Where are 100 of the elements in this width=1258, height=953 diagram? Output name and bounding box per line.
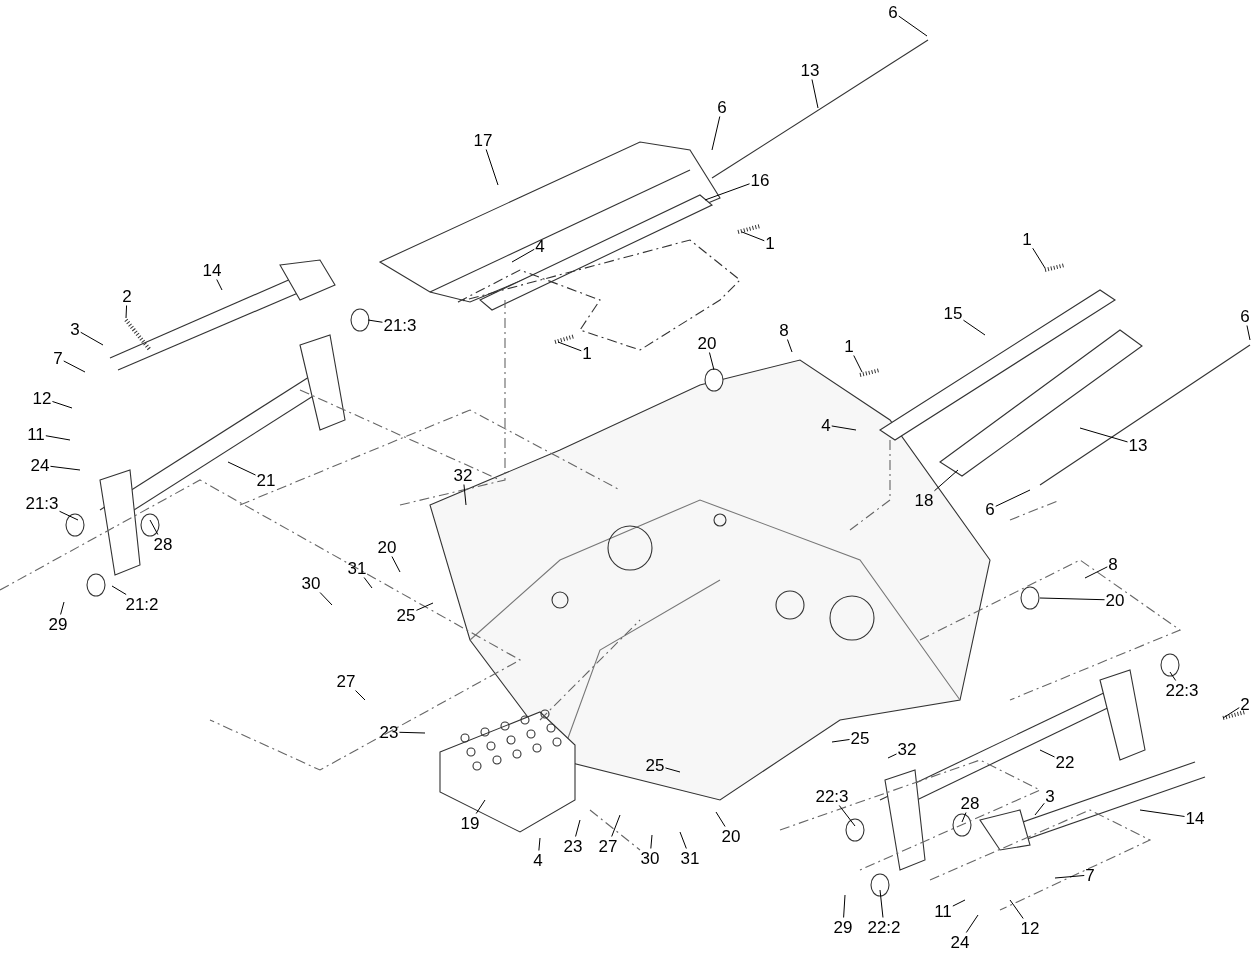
callout-number: 8	[778, 320, 790, 340]
leader-line	[1222, 707, 1240, 719]
callout-number: 11	[933, 901, 953, 921]
callout-number: 22:3	[1164, 680, 1200, 700]
leader-line	[952, 899, 966, 907]
callout-number: 32	[896, 739, 918, 759]
callout-number: 3	[69, 319, 81, 339]
leader-line	[1246, 325, 1251, 341]
callout-number: 20	[1104, 590, 1126, 610]
leader-line	[319, 592, 333, 606]
leader-line	[51, 401, 73, 409]
leader-line	[575, 819, 581, 837]
leader-line	[853, 355, 863, 373]
callout-number: 24	[29, 455, 51, 475]
callout-number: 12	[1019, 918, 1041, 938]
callout-number: 20	[720, 826, 742, 846]
callout-number: 6	[1239, 306, 1251, 326]
leader-line	[216, 279, 223, 291]
callout-number: 25	[395, 605, 417, 625]
callout-number: 4	[534, 236, 546, 256]
callout-number: 3	[1044, 786, 1056, 806]
leader-line	[1169, 671, 1177, 681]
leader-line	[1084, 566, 1108, 579]
leader-line	[962, 319, 986, 336]
callout-number: 29	[832, 917, 854, 937]
leader-line	[831, 425, 857, 431]
leader-line	[1054, 875, 1085, 879]
leader-line	[1039, 749, 1056, 758]
leader-line	[708, 352, 715, 371]
callout-number: 14	[201, 260, 223, 280]
leader-line	[741, 231, 765, 242]
leader-line	[557, 341, 582, 352]
callout-number: 19	[459, 813, 481, 833]
leader-line	[961, 812, 967, 823]
callout-number: 30	[300, 573, 322, 593]
callout-number: 22:3	[814, 786, 850, 806]
callout-number: 28	[959, 793, 981, 813]
leader-line	[367, 319, 383, 323]
callout-number: 23	[378, 722, 400, 742]
leader-line	[398, 731, 426, 734]
callout-number: 27	[597, 836, 619, 856]
leader-line	[45, 435, 71, 441]
callout-number: 25	[849, 728, 871, 748]
callout-number: 29	[47, 614, 69, 634]
callout-number: 32	[452, 465, 474, 485]
leader-line	[60, 601, 65, 615]
leader-line	[879, 889, 884, 918]
leader-line	[887, 753, 898, 759]
leader-line	[485, 149, 499, 186]
callout-number: 2	[121, 286, 133, 306]
leader-line	[538, 837, 541, 851]
callout-number: 6	[887, 2, 899, 22]
leader-line	[1034, 802, 1045, 816]
callout-number: 4	[820, 415, 832, 435]
leader-line	[1009, 899, 1024, 919]
callout-number: 1	[764, 233, 776, 253]
leader-line	[49, 465, 81, 471]
callout-number: 8	[1107, 554, 1119, 574]
callout-number: 31	[679, 848, 701, 868]
callout-number: 21:3	[382, 315, 418, 335]
leader-line	[149, 519, 159, 535]
callout-number: 31	[346, 558, 368, 578]
callout-number: 21:2	[124, 594, 160, 614]
leader-line	[611, 814, 621, 837]
callout-number: 27	[335, 671, 357, 691]
callout-number: 1	[843, 336, 855, 356]
leader-line	[391, 556, 401, 573]
callout-number: 21	[255, 470, 277, 490]
callout-number: 20	[376, 537, 398, 557]
callout-number: 6	[716, 97, 728, 117]
leader-line	[811, 79, 819, 109]
callout-number: 16	[749, 170, 771, 190]
callout-number: 17	[472, 130, 494, 150]
callout-number: 1	[1021, 229, 1033, 249]
leader-line	[59, 510, 79, 521]
leader-line	[965, 914, 979, 933]
callout-number: 24	[949, 932, 971, 952]
leader-line	[1032, 247, 1046, 269]
leader-line	[1039, 597, 1106, 601]
callout-number: 18	[913, 490, 935, 510]
leader-line	[650, 834, 653, 849]
leader-line	[679, 831, 687, 849]
leader-line	[933, 469, 959, 492]
leader-line	[831, 739, 851, 743]
callout-number: 11	[26, 424, 46, 444]
callout-number: 22:2	[866, 917, 902, 937]
callout-number: 13	[1127, 435, 1149, 455]
callout-number: 15	[942, 303, 964, 323]
callout-number: 20	[696, 333, 718, 353]
callout-number: 2	[1239, 694, 1251, 714]
leader-line	[786, 339, 793, 353]
leader-line	[227, 461, 257, 476]
callout-number: 12	[31, 388, 53, 408]
callout-number: 14	[1184, 808, 1206, 828]
leader-line	[704, 183, 751, 201]
leader-line	[363, 577, 373, 589]
leader-line	[1079, 427, 1129, 443]
callout-number: 1	[581, 343, 593, 363]
callout-number: 22	[1054, 752, 1076, 772]
leader-line	[664, 767, 681, 773]
